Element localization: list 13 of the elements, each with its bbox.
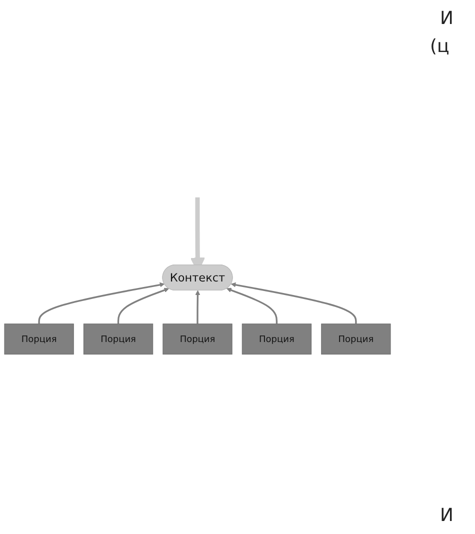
node-box: Порция: [321, 323, 391, 354]
arrow: [195, 290, 200, 324]
arrow: [38, 282, 165, 324]
cropped-text: (ц: [430, 36, 450, 57]
node-box: Порция: [4, 323, 74, 354]
arrow: [117, 287, 170, 324]
node-box: Порция: [242, 323, 312, 354]
arrow: [230, 282, 357, 324]
cropped-text: И: [440, 505, 454, 526]
cropped-text: И: [440, 8, 454, 29]
arrow: [226, 287, 278, 324]
node-box: Порция: [162, 323, 232, 354]
node-box: Порция: [83, 323, 154, 354]
